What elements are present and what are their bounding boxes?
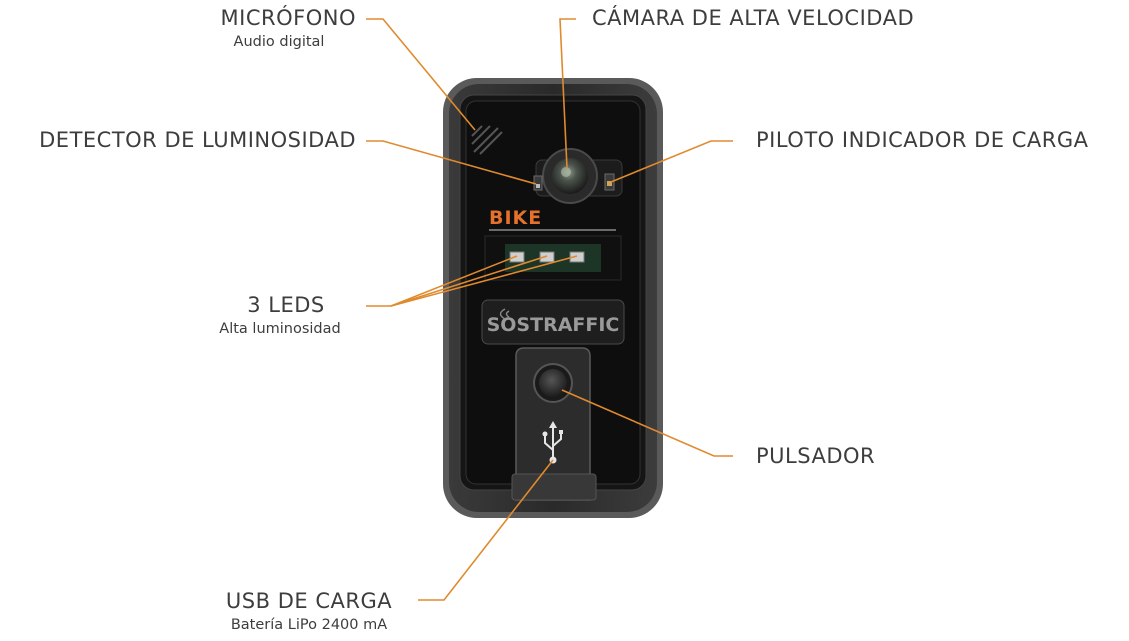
leader-pulsador	[561, 389, 733, 457]
leader-usb	[418, 459, 554, 601]
leader-piloto	[610, 140, 733, 183]
label-microfono-sub: Audio digital	[233, 34, 325, 50]
brand-plate: SOSTRAFFIC	[481, 299, 625, 345]
leader-led-3	[390, 255, 578, 307]
charge-indicator	[604, 173, 615, 191]
camera-lens	[535, 148, 623, 204]
label-leds-sub: Alta luminosidad	[219, 321, 341, 337]
label-leds: 3 LEDS	[247, 293, 325, 317]
sound-waves-icon	[499, 308, 510, 320]
leader-microfono	[366, 18, 476, 131]
push-button	[533, 363, 573, 403]
label-detector: DETECTOR DE LUMINOSIDAD	[39, 128, 356, 152]
leader-lines	[366, 18, 733, 601]
label-usb-sub: Batería LiPo 2400 mA	[230, 617, 388, 633]
label-microfono: MICRÓFONO	[220, 6, 356, 30]
microphone-grille	[471, 125, 503, 155]
leader-led-2	[390, 255, 548, 307]
bike-logo: BIKE	[489, 207, 542, 229]
label-pulsador: PULSADOR	[756, 444, 876, 468]
label-camara: CÁMARA DE ALTA VELOCIDAD	[592, 6, 915, 30]
leader-camara	[559, 18, 576, 169]
leader-detector	[366, 140, 537, 185]
label-piloto: PILOTO INDICADOR DE CARGA	[756, 128, 1089, 152]
led-panel	[484, 235, 622, 281]
label-usb: USB DE CARGA	[225, 589, 393, 613]
sostraffic-logo: SOSTRAFFIC	[487, 314, 620, 336]
